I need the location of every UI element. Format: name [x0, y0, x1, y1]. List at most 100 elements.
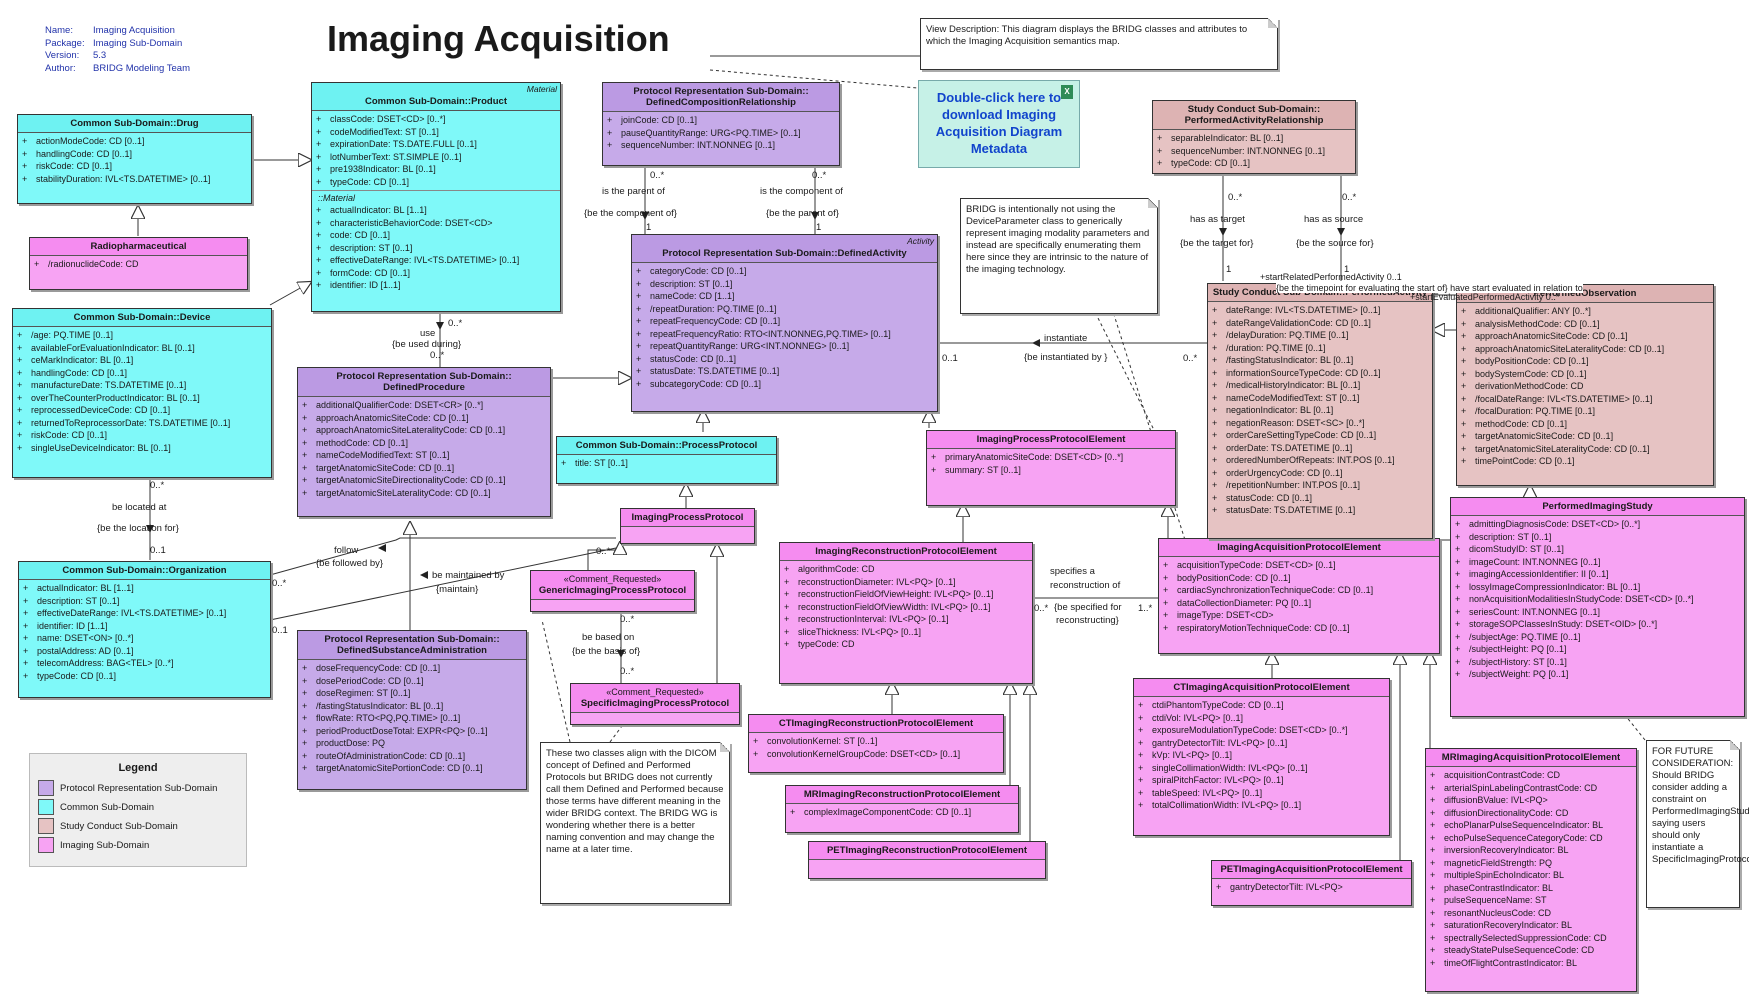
class-attribute: +negationIndicator: BL [0..1]	[1212, 404, 1428, 417]
class-attribute: +bodyPositionCode: CD [0..1]	[1461, 355, 1709, 368]
class-radiopharmaceutical[interactable]: Radiopharmaceutical+/radionuclideCode: C…	[29, 237, 248, 290]
assoc-label-instantiated-by: {be instantiated by }	[1024, 352, 1108, 363]
class-attribute: +echoPulseSequenceCategoryCode: CD	[1430, 832, 1632, 845]
visibility-marker: +	[302, 713, 308, 723]
class-mr-imaging-acquisition-protocol-element[interactable]: MRImagingAcquisitionProtocolElement+acqu…	[1425, 748, 1637, 992]
assoc-label-parent-left: is the parent of	[602, 186, 665, 197]
view-description-note: View Description: This diagram displays …	[920, 18, 1278, 70]
class-attribute: +/focalDuration: PQ.TIME [0..1]	[1461, 405, 1709, 418]
attribute-text: /focalDuration: PQ.TIME [0..1]	[1475, 406, 1596, 416]
visibility-marker: +	[23, 595, 29, 606]
class-attributes: +/radionuclideCode: CD	[30, 256, 247, 273]
download-metadata-link[interactable]: X Double-click here to download Imaging …	[918, 80, 1080, 168]
visibility-marker: +	[1461, 443, 1467, 454]
visibility-marker: +	[636, 291, 642, 301]
class-attribute: +arterialSpinLabelingContrastCode: CD	[1430, 782, 1632, 795]
class-attribute: +phaseContrastIndicator: BL	[1430, 882, 1632, 895]
class-title-line-2: DefinedCompositionRelationship	[646, 97, 796, 108]
class-pet-imaging-reconstruction-protocol-element[interactable]: PETImagingReconstructionProtocolElement	[808, 841, 1046, 879]
class-attribute: +overTheCounterProductIndicator: BL [0..…	[17, 392, 267, 405]
class-attribute: +derivationMethodCode: CD	[1461, 380, 1709, 393]
visibility-marker: +	[1455, 644, 1461, 654]
class-performed-activity-relationship[interactable]: Study Conduct Sub-Domain::PerformedActiv…	[1152, 100, 1356, 174]
class-attribute: +repeatFrequencyRatio: RTO<INT.NONNEG,PQ…	[636, 328, 933, 341]
attribute-text: reconstructionInterval: IVL<PQ> [0..1]	[798, 614, 949, 624]
visibility-marker: +	[784, 576, 790, 587]
attribute-text: flowRate: RTO<PQ,PQ.TIME> [0..1]	[316, 713, 461, 723]
class-ct-imaging-acquisition-protocol-element[interactable]: CTImagingAcquisitionProtocolElement+ctdi…	[1133, 678, 1390, 836]
attribute-text: /delayDuration: PQ.TIME [0..1]	[1226, 330, 1349, 340]
visibility-marker: +	[1212, 430, 1218, 440]
class-attribute: +doseFrequencyCode: CD [0..1]	[302, 662, 522, 675]
class-header: ImagingProcessProtocol	[621, 509, 754, 527]
class-imaging-reconstruction-protocol-element[interactable]: ImagingReconstructionProtocolElement + alg…	[779, 542, 1033, 684]
class-header: «Comment_Requested»SpecificImagingProces…	[571, 684, 739, 713]
attribute-text: description: ST [0..1]	[37, 595, 120, 606]
class-attribute: + nameCode: CD [1..1]	[636, 290, 933, 303]
class-drug[interactable]: Common Sub-Domain::Drug+actionModeCode: …	[17, 114, 252, 204]
class-ct-imaging-reconstruction-protocol-element[interactable]: CTImagingReconstructionProtocolElement+c…	[748, 714, 1004, 773]
class-header: ImagingReconstructionProtocolElement	[780, 543, 1032, 561]
assoc-mult-bo-2: 0..*	[620, 666, 635, 677]
attribute-text: inversionRecoveryIndicator: BL	[1444, 845, 1569, 855]
class-attribute: +resonantNucleusCode: CD	[1430, 907, 1632, 920]
class-performed-activity[interactable]: Study Conduct Sub-Domain::PerformedActiv…	[1207, 283, 1433, 539]
attribute-text: nameCode: CD [1..1]	[650, 291, 735, 301]
class-attribute: +singleUseDeviceIndicator: BL [0..1]	[17, 442, 267, 455]
class-attribute: +/delayDuration: PQ.TIME [0..1]	[1212, 329, 1428, 342]
class-imaging-process-protocol-element[interactable]: ImagingProcessProtocolElement+primaryAna…	[926, 430, 1176, 506]
attribute-text: algorithmCode: CD	[798, 564, 875, 574]
class-process-protocol[interactable]: Common Sub-Domain::ProcessProtocol+title…	[556, 436, 777, 484]
class-attribute: +/repeatDuration: PQ.TIME [0..1]	[636, 303, 933, 316]
visibility-marker: +	[636, 353, 642, 364]
assoc-mult-src-2: 1	[1344, 264, 1350, 275]
class-attribute: +targetAnatomicSiteDirectionalityCode: C…	[302, 474, 546, 487]
class-generic-imaging-process-protocol[interactable]: «Comment_Requested»GenericImagingProcess…	[530, 570, 695, 612]
visibility-marker: +	[302, 462, 308, 473]
attribute-text: cardiacSynchronizationTechniqueCode: CD …	[1177, 585, 1374, 595]
class-attribute: +complexImageComponentCode: CD [0..1]	[790, 806, 1014, 819]
class-performed-observation[interactable]: PerformedObservation+additionalQualifier…	[1456, 284, 1714, 486]
future-consideration-note: FOR FUTURE CONSIDERATION: Should BRIDG c…	[1646, 740, 1749, 908]
class-attribute: +actualIndicator: BL [1..1]	[316, 204, 556, 217]
class-mr-imaging-reconstruction-protocol-element[interactable]: MRImagingReconstructionProtocolElement+c…	[785, 785, 1019, 833]
class-attribute: +targetAnatomicSitePortionCode: CD [0..1…	[302, 762, 522, 775]
class-attribute: +riskCode: CD [0..1]	[22, 160, 247, 173]
visibility-marker: +	[1138, 750, 1144, 760]
class-organization[interactable]: Common Sub-Domain::Organization+actualIn…	[18, 561, 271, 698]
class-defined-procedure[interactable]: Protocol Representation Sub-Domain::Defi…	[297, 367, 551, 517]
visibility-marker: +	[753, 736, 759, 746]
class-pet-imaging-acquisition-protocol-element[interactable]: PETImagingAcquisitionProtocolElement+gan…	[1211, 860, 1412, 906]
visibility-marker: +	[561, 458, 567, 468]
class-attribute: +statusDate: TS.DATETIME [0..1]	[636, 365, 933, 378]
device-parameter-note: BRIDG is intentionally not using the Dev…	[960, 198, 1158, 314]
class-specific-imaging-process-protocol[interactable]: «Comment_Requested»SpecificImagingProces…	[570, 683, 740, 725]
class-device[interactable]: Common Sub-Domain::Device+/age: PQ.TIME …	[12, 308, 272, 478]
assoc-mult-tgt-1: 0..*	[1228, 192, 1243, 203]
class-attributes: +complexImageComponentCode: CD [0..1]	[786, 804, 1018, 821]
class-imaging-process-protocol[interactable]: ImagingProcessProtocol	[620, 508, 755, 544]
attribute-text: productDose: PQ	[316, 738, 386, 748]
visibility-marker: +	[1430, 857, 1436, 868]
legend-swatch	[38, 818, 54, 835]
class-attribute: +stabilityDuration: IVL<TS.DATETIME> [0.…	[22, 173, 247, 186]
class-defined-substance-administration[interactable]: Protocol Representation Sub-Domain::Defi…	[297, 630, 527, 790]
attribute-text: approachAnatomicSiteCode: CD [0..1]	[316, 412, 469, 423]
class-attribute: +tableSpeed: IVL<PQ> [0..1]	[1138, 787, 1385, 800]
class-performed-imaging-study[interactable]: PerformedImagingStudy+admittingDiagnosis…	[1450, 497, 1745, 717]
attribute-text: pulseSequenceName: ST	[1444, 895, 1547, 905]
class-defined-composition-relationship[interactable]: Protocol Representation Sub-Domain::Defi…	[602, 82, 840, 166]
class-imaging-acquisition-protocol-element[interactable]: ImagingAcquisitionProtocolElement+acquis…	[1158, 538, 1440, 654]
class-attribute: +dateRangeValidationCode: CD [0..1]	[1212, 317, 1428, 330]
visibility-marker: +	[1461, 368, 1467, 379]
visibility-marker: +	[302, 400, 308, 410]
visibility-marker: +	[316, 164, 322, 174]
attribute-text: singleCollimationWidth: IVL<PQ> [0..1]	[1152, 762, 1308, 773]
attribute-text: typeCode: CD [0..1]	[1171, 158, 1251, 168]
attribute-text: approachAnatomicSiteLateralityCode: CD […	[316, 425, 506, 435]
visibility-marker: +	[22, 161, 28, 171]
class-attribute: +negationReason: DSET<SC> [0..*]	[1212, 417, 1428, 430]
